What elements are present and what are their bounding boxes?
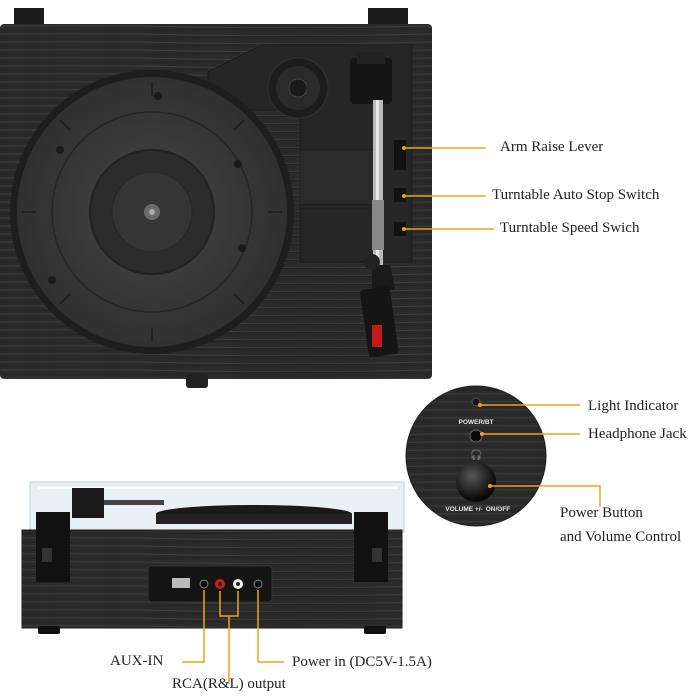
volume-knob <box>456 462 496 502</box>
label-arm-raise-lever: Arm Raise Lever <box>500 139 604 155</box>
panel-power-bt: POWER/BT <box>458 419 493 426</box>
label-power-in: Power in (DC5V-1.5A) <box>292 654 432 670</box>
auto-stop-switch <box>394 188 406 202</box>
usb-port <box>172 578 190 588</box>
callout-dots <box>402 146 492 488</box>
label-auto-stop-switch: Turntable Auto Stop Switch <box>492 187 660 203</box>
headphones-icon: 🎧 <box>470 448 482 461</box>
back-view-turntable <box>21 481 405 634</box>
panel-on-off: ON/OFF <box>486 506 511 513</box>
arm-raise-lever <box>394 140 406 170</box>
label-aux-in: AUX-IN <box>110 653 164 669</box>
label-light-indicator: Light Indicator <box>588 398 679 414</box>
headphone-jack <box>469 429 483 443</box>
tonearm <box>350 52 399 358</box>
callout-lines <box>182 147 601 684</box>
aux-in-port <box>199 579 209 589</box>
top-view-turntable <box>0 8 432 388</box>
light-indicator <box>471 397 481 407</box>
speed-switch <box>394 222 406 236</box>
label-volume-control: and Volume Control <box>560 529 682 545</box>
stylus <box>372 325 382 347</box>
label-rca-output: RCA(R&L) output <box>172 676 286 692</box>
label-speed-switch: Turntable Speed Swich <box>500 220 640 236</box>
panel-volume: VOLUME +/- <box>445 506 482 513</box>
control-panel-closeup: POWER/BT 🎧 VOLUME +/- ON/OFF <box>405 385 547 527</box>
label-headphone-jack: Headphone Jack <box>588 426 687 442</box>
dc-power-port <box>253 579 263 589</box>
label-power-button: Power Button <box>560 505 643 521</box>
